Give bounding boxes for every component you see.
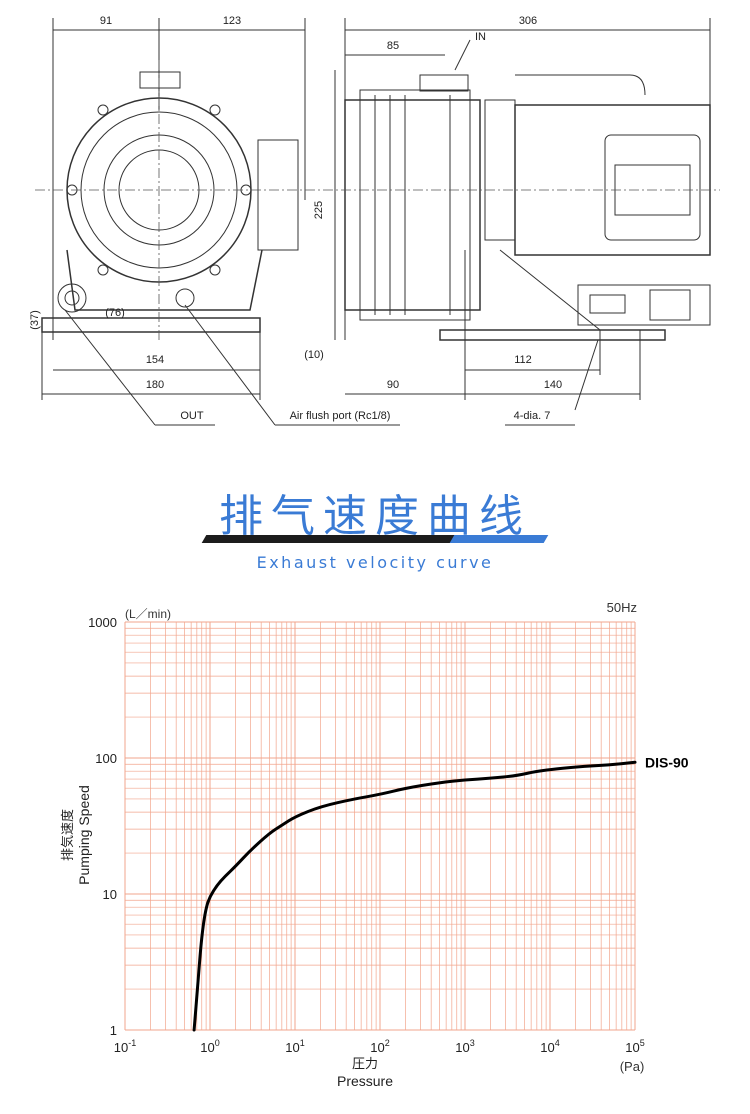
section-title: 排气速度曲线: [219, 491, 531, 542]
dim-112: 112: [514, 354, 532, 366]
dim-180: 180: [146, 379, 164, 391]
dim-123: 123: [223, 15, 241, 27]
dim-306: 306: [519, 15, 537, 27]
chart-ticks: 1 10 100 1000 10-1 100 101 102 103 104 105: [88, 615, 645, 1055]
series-line-dis-90: [192, 760, 637, 1032]
y-axis-label-cn: 排気速度: [60, 809, 75, 861]
section-subtitle: Exhaust velocity curve: [256, 553, 494, 572]
dim-37: (37): [29, 310, 41, 330]
y-tick-label: 100: [95, 751, 117, 766]
chart-grid: [124, 621, 636, 1031]
label-in: IN: [475, 31, 486, 43]
frequency-label: 50Hz: [607, 600, 637, 615]
x-tick-label: 103: [455, 1038, 474, 1055]
x-axis-label-en: Pressure: [337, 1073, 393, 1089]
label-holes: 4-dia. 7: [514, 410, 551, 422]
y-axis-label-en: Pumping Speed: [76, 785, 92, 885]
series-label: DIS-90: [645, 754, 689, 770]
label-air-flush-port: Air flush port (Rc1/8): [290, 410, 391, 422]
x-tick-label: 105: [625, 1038, 644, 1055]
y-tick-label: 10: [103, 887, 117, 902]
chart-series: DIS-90: [192, 754, 689, 1032]
dim-90: 90: [387, 379, 399, 391]
x-axis-label-cn: 圧力: [352, 1056, 378, 1071]
dim-225: 225: [313, 201, 325, 219]
dim-10: (10): [304, 349, 324, 361]
pump-dimension-drawing: 91 123 306 85 IN 225 (37) (76) 154 180 (…: [29, 15, 720, 426]
y-tick-label: 1000: [88, 615, 117, 630]
x-tick-label: 104: [540, 1038, 559, 1055]
dim-140: 140: [544, 379, 562, 391]
title-underline-blue: [449, 535, 549, 543]
dim-154: 154: [146, 354, 164, 366]
section-heading: 排气速度曲线 Exhaust velocity curve: [0, 470, 750, 580]
dim-76: (76): [105, 307, 125, 319]
x-tick-label: 10-1: [114, 1038, 136, 1055]
y-tick-label: 1: [110, 1023, 117, 1038]
x-tick-label: 100: [200, 1038, 219, 1055]
x-unit-label: (Pa): [620, 1059, 645, 1074]
dim-91: 91: [100, 15, 112, 27]
label-out: OUT: [180, 410, 204, 422]
title-underline-dark: [201, 535, 467, 543]
x-tick-label: 102: [370, 1038, 389, 1055]
dim-85: 85: [387, 40, 399, 52]
y-unit-label: (L／min): [125, 607, 171, 621]
x-tick-label: 101: [285, 1038, 304, 1055]
